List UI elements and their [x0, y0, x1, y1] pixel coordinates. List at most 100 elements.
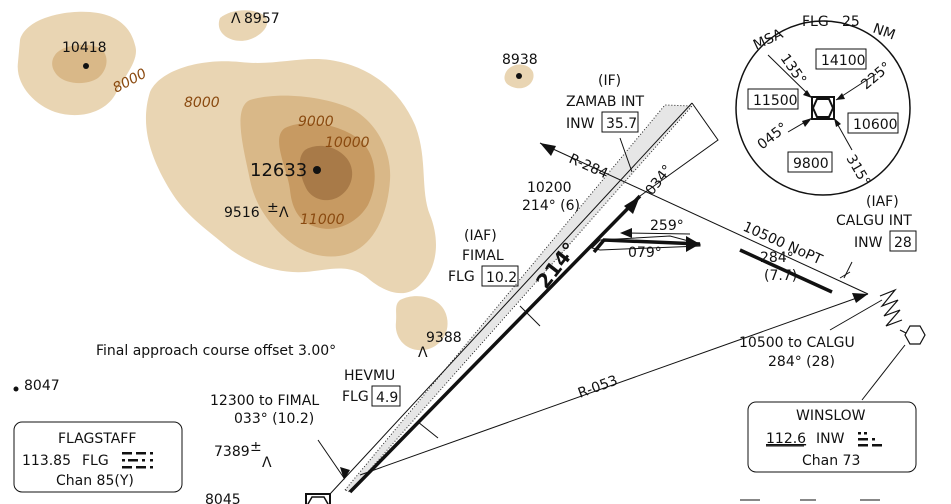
zamab-altitude: 10200 [527, 180, 572, 196]
fimal-ident: FLG [448, 269, 475, 285]
zamab-dist-box [601, 111, 639, 133]
terrain-area-8957 [218, 10, 268, 41]
morse-dot [122, 459, 125, 462]
hevmu-dist: 4.9 [376, 390, 398, 406]
zamab-dist: 35.7 [606, 116, 637, 132]
winslow-vortac-tail [899, 329, 907, 334]
fimal-name: FIMAL [462, 248, 504, 264]
peak-10418: 10418 [62, 40, 107, 56]
peak-9516-caret-icon: Λ [279, 205, 289, 221]
hevmu-name: HEVMU [344, 368, 395, 384]
contour-label-8000-b: 8000 [184, 95, 220, 111]
fix-tick-hevmu [417, 421, 439, 439]
msa-dist-label: 25 [842, 14, 860, 30]
peak-dot-10418 [83, 63, 89, 69]
radial-284-label: R-284 [566, 151, 610, 182]
radial-284-arrow-icon [540, 143, 556, 156]
msa-sector-north: 14100 [821, 53, 866, 69]
morse-dot [150, 466, 153, 469]
leader-fimal-route [317, 439, 345, 479]
peak-7389-caret-icon: Λ [262, 455, 272, 471]
calgu-transition-line [739, 248, 833, 294]
flagstaff-freq: 113.85 [22, 453, 71, 469]
terrain-area-nw-core [52, 44, 107, 84]
msa-circle: MSA FLG 25 NM 14100 11500 10600 9800 135… [735, 14, 911, 196]
fix-hevmu: HEVMU FLG 4.9 [342, 368, 401, 407]
calgu-ident: INW [854, 235, 883, 251]
morse-dot [150, 459, 153, 462]
morse-dash [858, 438, 868, 441]
terrain-area-9388 [395, 296, 448, 351]
winslow-vortac-icon [904, 325, 926, 345]
morse-dash [858, 444, 868, 447]
msa-center-vortac-icon [811, 96, 835, 120]
peak-9516-plusminus: ± [267, 200, 279, 216]
msa-fix-label: FLG [802, 14, 829, 30]
contour-label-9000: 9000 [298, 114, 334, 130]
msa-sector-south: 9800 [793, 156, 829, 172]
winslow-name: WINSLOW [796, 408, 866, 424]
dme-arc-symbol [879, 288, 926, 345]
msa-arrow-045-icon [802, 118, 812, 127]
contour-label-10000: 10000 [325, 135, 370, 151]
msa-sector-line-135 [767, 54, 813, 99]
contour-label-11000: 11000 [300, 212, 345, 228]
flagstaff-box [13, 421, 183, 493]
calgu-course: 284° [760, 250, 794, 266]
morse-dot [150, 452, 153, 455]
hevmu-dist-box [371, 385, 401, 407]
peak-dot-8938 [516, 73, 522, 79]
flagstaff-chan: Chan 85(Y) [56, 473, 134, 489]
flagstaff-vortac-icon [305, 493, 331, 504]
msa-sector-box-north [815, 48, 867, 70]
peak-9388-caret-icon: Λ [418, 345, 428, 361]
fix-calgu: (IAF) CALGU INT INW 28 [836, 194, 917, 252]
zigzag-icon [879, 288, 903, 327]
calgu-distance: (7.7) [764, 268, 797, 284]
peak-8045: 8045 [205, 492, 241, 504]
approach-lines [317, 102, 906, 495]
winslow-box [747, 401, 917, 473]
morse-dash [122, 466, 132, 469]
terrain-area-main-4 [299, 145, 353, 201]
msa-sector-west: 11500 [753, 93, 798, 109]
zamab-segment: 214° (6) [522, 198, 580, 214]
morse-dash [122, 452, 132, 455]
calgu-role: (IAF) [866, 194, 899, 210]
morse-dash [136, 466, 146, 469]
hevmu-ident: FLG [342, 389, 369, 405]
fimal-role: (IAF) [464, 228, 497, 244]
winslow-chan: Chan 73 [802, 453, 860, 469]
msa-sector-box-east [847, 112, 899, 134]
msa-sector-box-south [787, 151, 833, 173]
fimal-dist-box [481, 265, 519, 287]
fix-fimal: (IAF) FIMAL FLG 10.2 [448, 228, 519, 287]
msa-sector-box-west [747, 88, 799, 110]
calgu-route-course: 284° (28) [768, 354, 835, 370]
calgu-route-altitude: 10500 to CALGU [739, 335, 855, 351]
flagstaff-name: FLAGSTAFF [58, 431, 136, 447]
peak-8047: 8047 [24, 378, 60, 394]
fix-tick-zamab [619, 137, 633, 173]
winslow-ident: INW [816, 431, 845, 447]
final-course-offset-shading [344, 104, 694, 493]
zamab-role: (IF) [598, 73, 621, 89]
peak-8938: 8938 [502, 52, 538, 68]
fix-tick-calgu-a [843, 261, 853, 279]
hold-inbound-label: 259° [650, 218, 684, 234]
morse-dot [142, 459, 145, 462]
msa-sector-east: 10600 [853, 117, 898, 133]
hold-outbound-label: 079° [628, 245, 662, 261]
peak-9516: 9516 [224, 205, 260, 221]
msa-center-hex-icon [811, 98, 835, 118]
morse-dot [858, 432, 861, 435]
flagstaff-morse-icon [122, 452, 153, 469]
peak-8957: 8957 [244, 11, 280, 27]
leader-winslow [861, 344, 906, 401]
navaid-winslow: WINSLOW 112.6 INW Chan 73 [747, 401, 917, 473]
winslow-freq: 112.6 [766, 431, 806, 447]
fimal-route-altitude: 12300 to FIMAL [210, 393, 319, 409]
hold-inbound-arrow-icon [620, 228, 632, 238]
morse-dot [864, 432, 867, 435]
